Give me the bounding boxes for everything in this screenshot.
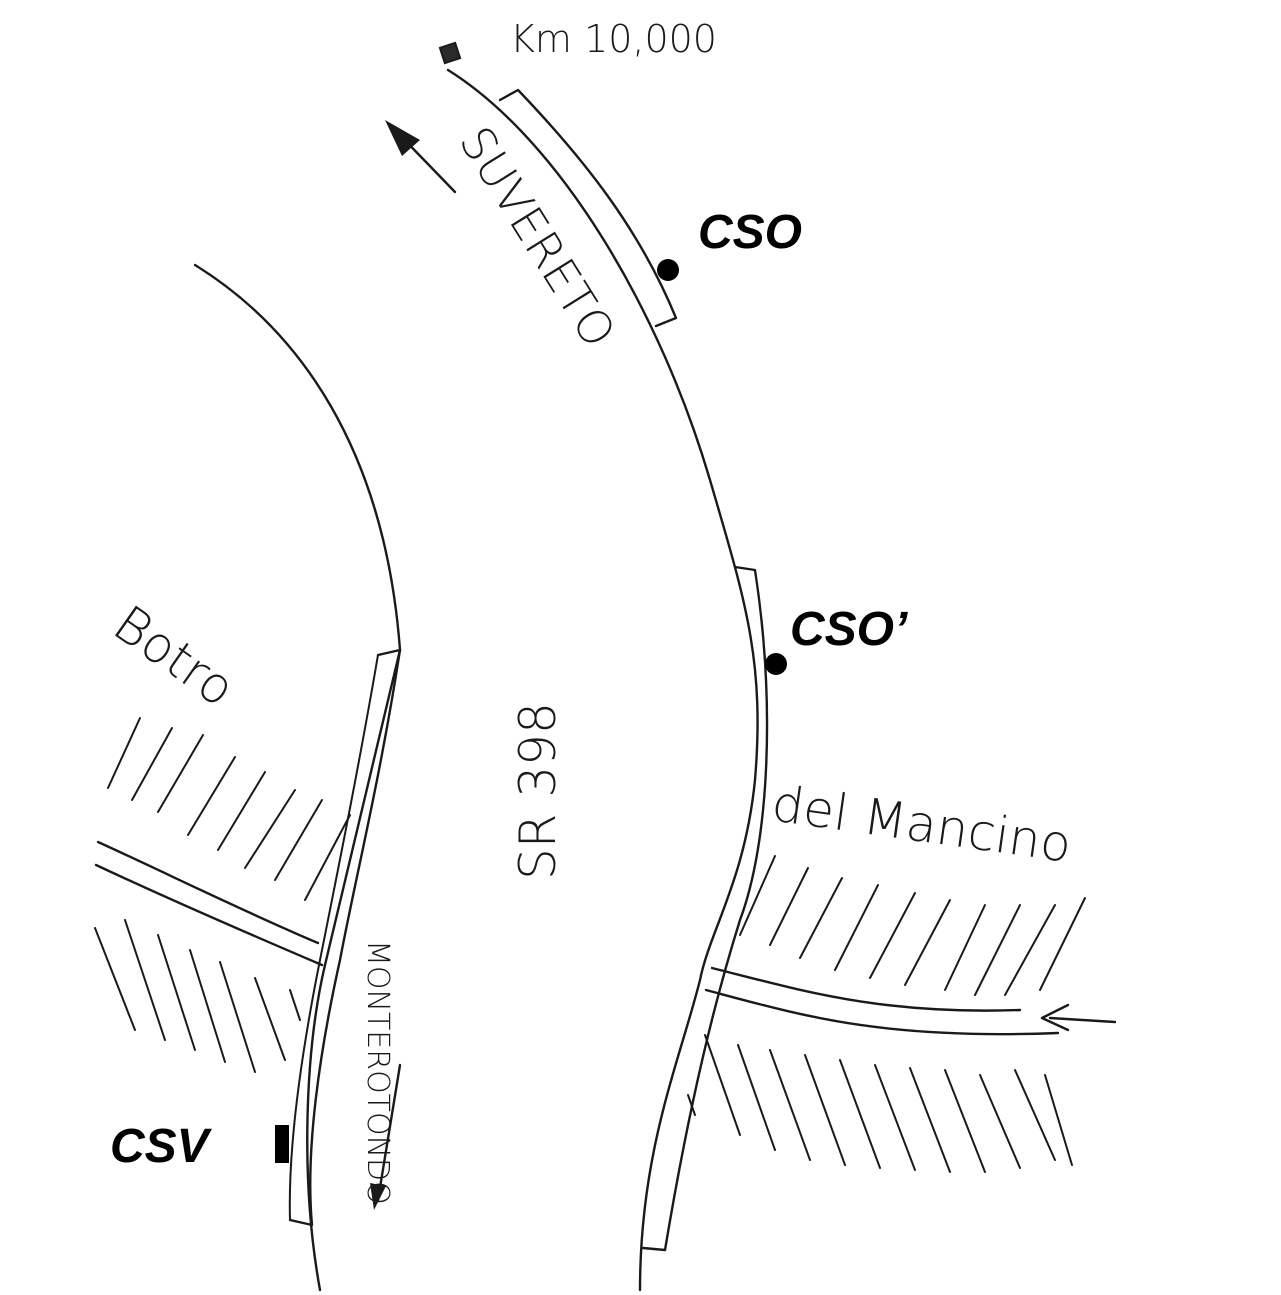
stream-right-hatching-bottom	[687, 1034, 1073, 1173]
cso-prime-label: CSO’	[790, 603, 908, 656]
csv-point-icon	[275, 1125, 289, 1163]
road-left-edge	[193, 263, 402, 652]
curb-inner-left	[288, 654, 379, 1221]
stream-right-label: del Mancino	[768, 774, 1075, 873]
cso-label: CSO	[698, 206, 802, 259]
curb-strip-right	[641, 565, 769, 1252]
curb-strip-left	[288, 648, 402, 1227]
stream-right-banks	[704, 966, 1060, 1036]
csv-label: CSV	[110, 1120, 213, 1173]
direction-south-label: MONTEROTONDO	[360, 940, 395, 1205]
arrow-south-icon	[370, 1063, 402, 1210]
cso-point-icon	[657, 259, 679, 281]
stream-left-hatching-top	[107, 717, 351, 901]
arrow-stream-flow-icon	[1040, 1003, 1117, 1032]
direction-north-label: SUVERETO	[449, 117, 627, 357]
stream-left-label: Botro	[103, 594, 245, 718]
road-left-edge-lower	[306, 648, 402, 1292]
arrow-north-icon	[385, 120, 457, 194]
road-right-edge	[446, 68, 759, 1292]
road-name-label: SR 398	[509, 702, 567, 880]
cso-prime-point-icon	[765, 653, 787, 675]
stream-left-hatching-bottom	[94, 919, 301, 1073]
stream-left-banks	[94, 840, 324, 967]
km-marker-icon	[438, 41, 462, 65]
km-marker-label: Km 10,000	[510, 17, 717, 61]
stream-right-hatching-top	[739, 855, 1086, 996]
curb-strip-top	[498, 88, 678, 328]
